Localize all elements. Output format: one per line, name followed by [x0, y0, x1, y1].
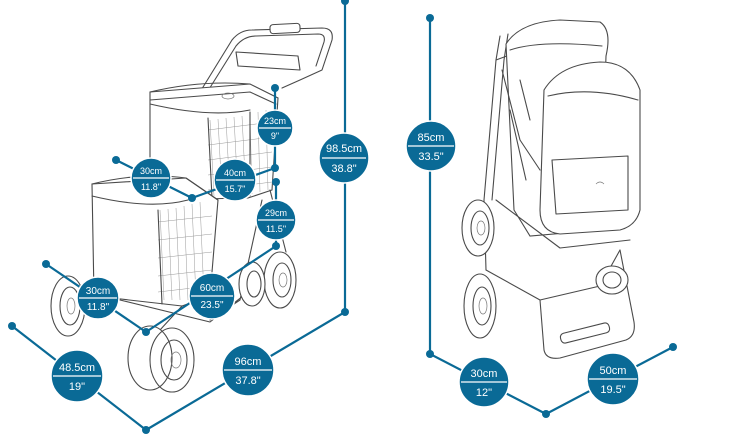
- folded-stroller-illustration: [461, 19, 641, 359]
- svg-text:11.5": 11.5": [266, 224, 286, 234]
- badge-handle-height: 98.5cm 38.8": [318, 132, 370, 184]
- svg-text:30cm: 30cm: [86, 286, 110, 297]
- svg-text:29cm: 29cm: [265, 208, 287, 218]
- svg-text:23.5": 23.5": [200, 300, 223, 311]
- svg-text:98.5cm: 98.5cm: [326, 143, 362, 155]
- badge-folded-height: 85cm 33.5": [405, 120, 457, 172]
- endpoint-dot: [426, 14, 434, 22]
- svg-text:19.5": 19.5": [600, 384, 625, 396]
- badge-top-compartment-length: 40cm 15.7": [213, 158, 257, 202]
- svg-text:40cm: 40cm: [224, 168, 246, 178]
- badge-bottom-compartment-width: 30cm 11.8": [76, 276, 120, 320]
- svg-text:11.8": 11.8": [141, 182, 161, 192]
- endpoint-dot: [112, 156, 120, 164]
- badge-folded-depth: 30cm 12": [458, 356, 510, 408]
- folded-small-wheel: [595, 265, 629, 295]
- folded-upper-wheel: [461, 199, 495, 257]
- endpoint-dot: [272, 178, 280, 186]
- dimension-endpoints: [8, 0, 677, 434]
- badge-bottom-compartment-height: 29cm 11.5": [255, 199, 297, 241]
- endpoint-dot: [272, 242, 280, 250]
- badge-overall-width: 48.5cm 19": [50, 349, 104, 403]
- svg-text:30cm: 30cm: [471, 368, 498, 380]
- front-right-wheel: [127, 325, 195, 393]
- svg-text:9": 9": [271, 131, 279, 141]
- badge-bottom-compartment-length: 60cm 23.5": [188, 272, 236, 320]
- endpoint-dot: [341, 308, 349, 316]
- svg-text:37.8": 37.8": [235, 375, 260, 387]
- svg-text:60cm: 60cm: [200, 283, 224, 294]
- svg-text:33.5": 33.5": [418, 151, 443, 163]
- svg-text:15.7": 15.7": [225, 184, 246, 194]
- endpoint-dot: [142, 426, 150, 434]
- top-mesh-panel: [207, 109, 273, 197]
- badge-folded-width: 50cm 19.5": [586, 352, 640, 406]
- folded-lower-wheel: [463, 273, 497, 339]
- endpoint-dot: [669, 343, 677, 351]
- endpoint-dot: [188, 194, 196, 202]
- endpoint-dot: [8, 322, 16, 330]
- svg-text:48.5cm: 48.5cm: [59, 362, 95, 374]
- svg-text:38.8": 38.8": [331, 163, 356, 175]
- badge-top-compartment-width: 30cm 11.8": [130, 157, 172, 199]
- badge-overall-length: 96cm 37.8": [221, 343, 275, 397]
- svg-text:12": 12": [476, 387, 492, 399]
- unfolded-stroller-illustration: [50, 22, 333, 393]
- endpoint-dot: [271, 164, 279, 172]
- endpoint-dot: [42, 260, 50, 268]
- svg-text:11.8": 11.8": [87, 302, 110, 313]
- endpoint-dot: [142, 328, 150, 336]
- svg-text:85cm: 85cm: [418, 132, 445, 144]
- svg-text:50cm: 50cm: [600, 365, 627, 377]
- rear-left-wheel: [238, 261, 266, 307]
- svg-text:30cm: 30cm: [140, 166, 162, 176]
- svg-text:96cm: 96cm: [235, 356, 262, 368]
- svg-text:19": 19": [69, 381, 85, 393]
- endpoint-dot: [341, 0, 349, 5]
- badge-top-compartment-height: 23cm 9": [256, 109, 294, 147]
- endpoint-dot: [271, 84, 279, 92]
- endpoint-dot: [542, 410, 550, 418]
- rear-right-wheel: [263, 251, 297, 309]
- bottom-mesh-panel: [157, 201, 213, 301]
- svg-text:23cm: 23cm: [264, 116, 286, 126]
- endpoint-dot: [426, 350, 434, 358]
